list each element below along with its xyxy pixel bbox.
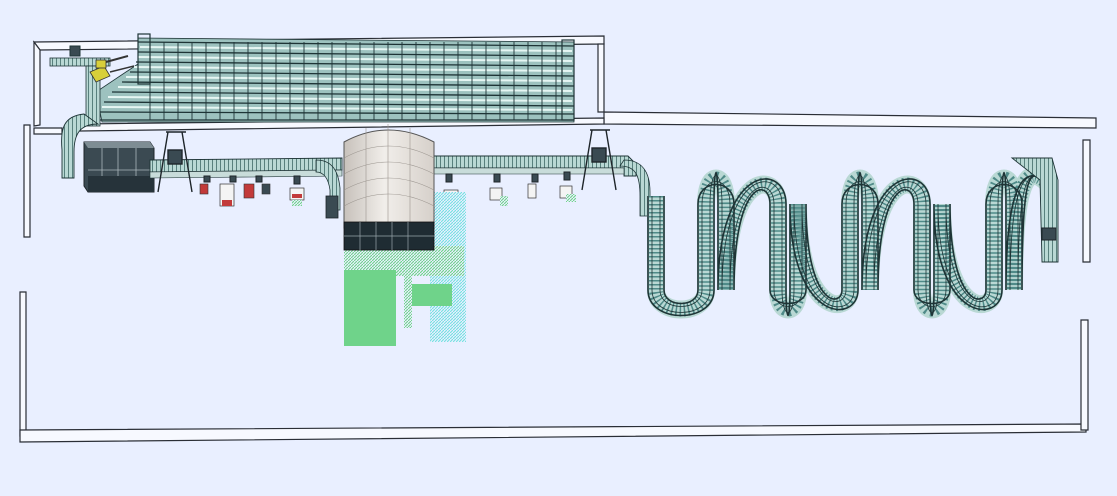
serpentine-rail <box>647 171 1047 317</box>
wall-left-stub <box>33 127 63 135</box>
station-red-1 <box>199 183 235 207</box>
gantry-left <box>157 131 193 193</box>
floor-zones <box>344 192 466 346</box>
wall-top-right <box>603 111 1097 129</box>
storage-racks <box>95 33 575 123</box>
green-zone-left <box>344 270 396 346</box>
serpentine-rail <box>659 175 1047 307</box>
wall-right-upper-segment <box>1082 139 1091 263</box>
gantry-frames <box>157 129 617 193</box>
serpentine-rail <box>663 175 1047 305</box>
serpentine-rail <box>651 175 1047 313</box>
main-conveyor <box>149 155 651 217</box>
wall-left-segment <box>23 124 31 238</box>
station-red-2 <box>243 183 271 199</box>
station-3 <box>289 187 305 206</box>
wall-left-upper <box>33 40 41 127</box>
gantry-right <box>581 129 617 191</box>
exit-stand <box>1010 157 1059 263</box>
wall-bottom <box>19 423 1087 443</box>
robot-arm <box>89 55 135 83</box>
station-5 <box>489 187 508 206</box>
station-6 <box>527 183 576 202</box>
green-zone-right <box>406 284 452 306</box>
wall-right-upper <box>597 43 605 113</box>
serpentine-slats <box>649 168 1051 317</box>
wash-cabinet <box>83 141 155 193</box>
loading-robot-cell <box>49 45 135 179</box>
wall-left-lower <box>19 291 27 437</box>
serpentine-conveyor <box>647 166 1052 319</box>
tunnel-dome <box>343 124 435 251</box>
wall-right-lower <box>1080 319 1089 431</box>
